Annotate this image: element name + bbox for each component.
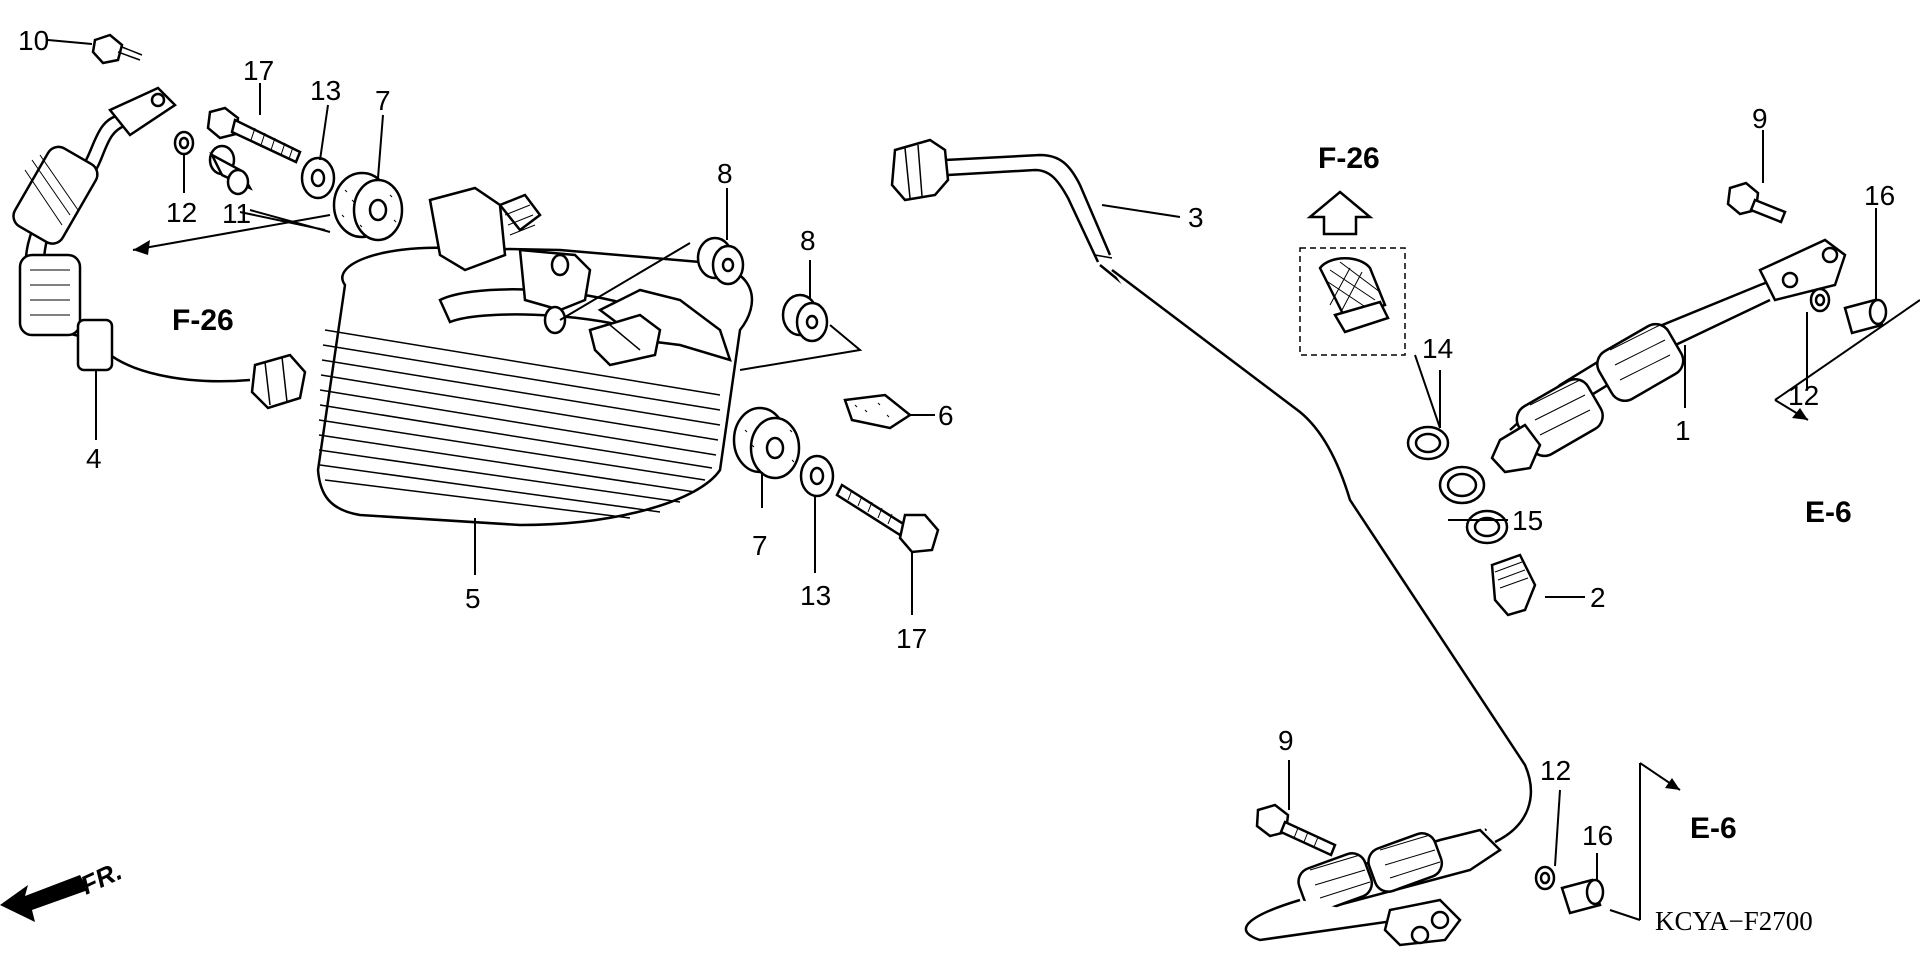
callout-12-lower: 12 bbox=[1540, 755, 1571, 786]
pad-6 bbox=[843, 393, 913, 430]
collar-11 bbox=[208, 144, 253, 196]
ref-e6-right: E-6 bbox=[1805, 496, 1852, 529]
grommet-8-lower bbox=[781, 293, 829, 343]
bolt-9-upper bbox=[1726, 181, 1787, 224]
callout-12-left: 12 bbox=[166, 197, 197, 228]
front-label: FR. bbox=[76, 856, 127, 901]
callout-2: 2 bbox=[1590, 582, 1606, 613]
callout-12-right: 12 bbox=[1788, 380, 1819, 411]
callout-8-lower: 8 bbox=[800, 225, 816, 256]
o-ring-large bbox=[1438, 465, 1486, 505]
washer-13-upper bbox=[300, 156, 336, 200]
oil-hose-lower bbox=[1244, 828, 1502, 947]
grommet-7-upper bbox=[332, 171, 404, 242]
callout-13-upper: 13 bbox=[310, 75, 341, 106]
bolt-17-upper bbox=[206, 106, 302, 164]
washer-12-lower bbox=[1534, 865, 1556, 891]
oil-hose-right bbox=[1490, 238, 1847, 474]
callout-10: 10 bbox=[18, 25, 49, 56]
callout-9-upper: 9 bbox=[1752, 103, 1768, 134]
ref-arrows bbox=[132, 190, 1920, 921]
callout-13-lower: 13 bbox=[800, 580, 831, 611]
callout-4: 4 bbox=[86, 443, 102, 474]
o-ring-14 bbox=[1406, 425, 1450, 461]
bolt-2 bbox=[1490, 553, 1537, 617]
o-ring-15 bbox=[1465, 509, 1509, 545]
ref-f26-left: F-26 bbox=[172, 304, 234, 337]
leader-lines bbox=[47, 39, 1877, 880]
callout-8-upper: 8 bbox=[717, 158, 733, 189]
callout-7-upper: 7 bbox=[375, 85, 391, 116]
bolt-10 bbox=[91, 33, 143, 65]
callout-3: 3 bbox=[1188, 202, 1204, 233]
collar-16-lower bbox=[1560, 878, 1605, 915]
ref-f26-top: F-26 bbox=[1318, 142, 1380, 175]
oil-pipe-3 bbox=[890, 138, 1533, 844]
grommet-8-upper bbox=[696, 236, 745, 286]
oil-cooler-body bbox=[316, 186, 754, 527]
callout-17-lower: 17 bbox=[896, 623, 927, 654]
bolt-17-lower bbox=[835, 483, 940, 554]
callout-16-upper: 16 bbox=[1864, 180, 1895, 211]
callout-5: 5 bbox=[465, 583, 481, 614]
callout-6: 6 bbox=[938, 400, 954, 431]
oil-filter-screen bbox=[1299, 247, 1406, 356]
ref-e6-bottom: E-6 bbox=[1690, 812, 1737, 845]
bolt-9-lower bbox=[1255, 803, 1337, 857]
callout-1: 1 bbox=[1675, 415, 1691, 446]
grommet-7-lower bbox=[732, 406, 801, 480]
washer-12-left bbox=[173, 130, 195, 156]
front-direction-icon bbox=[0, 875, 88, 922]
callout-14: 14 bbox=[1422, 333, 1453, 364]
callout-11: 11 bbox=[222, 198, 251, 229]
diagram-code: KCYA−F2700 bbox=[1655, 906, 1813, 936]
callout-17-upper: 17 bbox=[243, 55, 274, 86]
washer-12-right bbox=[1809, 287, 1831, 313]
collar-16-right bbox=[1843, 298, 1888, 335]
washer-13-lower bbox=[799, 454, 835, 498]
callout-7-lower: 7 bbox=[752, 530, 768, 561]
callout-9-lower: 9 bbox=[1278, 725, 1294, 756]
callout-16-lower: 16 bbox=[1582, 820, 1613, 851]
callout-15: 15 bbox=[1512, 505, 1543, 536]
